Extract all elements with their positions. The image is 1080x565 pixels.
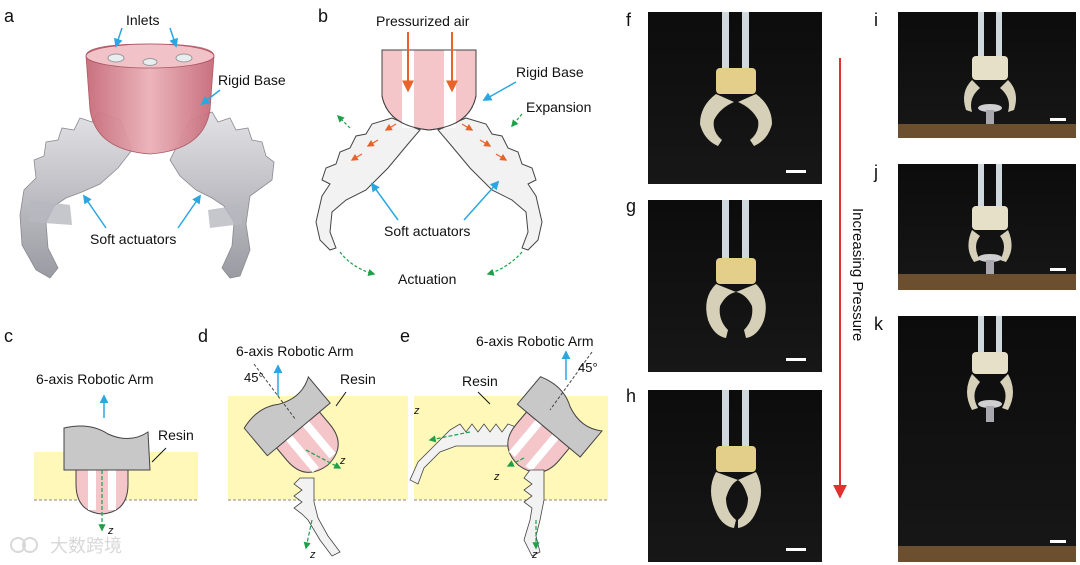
scale-bar-g [786, 358, 806, 361]
photo-j [898, 164, 1076, 290]
pressurized-air-label: Pressurized air [376, 13, 470, 29]
z1-axis-label-e: z [413, 405, 420, 417]
gripper-schematic [315, 49, 543, 251]
expansion-label: Expansion [526, 99, 591, 115]
watermark-text: 大数跨境 [50, 536, 122, 557]
resin-label-e: Resin [462, 373, 498, 389]
scale-bar-i [1050, 118, 1066, 121]
air-flow-arrows [350, 123, 508, 161]
z2-axis-label-d: z [309, 549, 316, 561]
panel-letter-b: b [318, 6, 328, 26]
photo-h [648, 390, 822, 562]
scale-bar-k [1050, 540, 1066, 543]
photo-g [648, 200, 822, 372]
rigid-base-label-a: Rigid Base [218, 72, 286, 88]
arm-label-d: 6-axis Robotic Arm [236, 343, 353, 359]
angle-label-d: 45° [244, 370, 264, 385]
angle-label-e: 45° [578, 360, 598, 375]
z-axis-label-c: z [107, 525, 114, 537]
panel-letter-g: g [626, 196, 636, 216]
arm-label-e: 6-axis Robotic Arm [476, 333, 593, 349]
scale-bar-f [786, 170, 806, 173]
panel-letter-f: f [626, 10, 632, 30]
panel-letter-h: h [626, 386, 636, 406]
inlets-label: Inlets [126, 12, 159, 28]
soft-actuators-label-a: Soft actuators [90, 231, 176, 247]
panel-letter-k: k [874, 314, 884, 334]
watermark: 大数跨境 [10, 536, 122, 557]
panel-b: b Pressurized air Rigid Base Expansi [315, 6, 591, 287]
panel-letter-i: i [874, 10, 878, 30]
resin-label-d: Resin [340, 371, 376, 387]
panel-a: a Inlets Rigid Base Soft actuators [4, 6, 286, 279]
arm-label-c: 6-axis Robotic Arm [36, 371, 153, 387]
photo-column-fgh: f g h [626, 10, 822, 562]
increasing-pressure-arrow: Increasing Pressure [833, 58, 866, 499]
panel-letter-j: j [873, 162, 878, 182]
panel-letter-d: d [198, 326, 208, 346]
photo-f [648, 12, 822, 184]
panel-e: e 6-axis Robotic Arm 45° Resin z z z [400, 326, 608, 561]
gripper-3d-render [19, 43, 275, 279]
soft-actuators-label-b: Soft actuators [384, 223, 470, 239]
z1-axis-label-d: z [339, 455, 346, 467]
rigid-base-label-b: Rigid Base [516, 64, 584, 80]
photo-i [898, 12, 1076, 138]
panel-letter-a: a [4, 6, 15, 26]
panel-letter-e: e [400, 326, 410, 346]
panel-d: d 6-axis Robotic Arm 45° Resin z z [198, 326, 408, 561]
scale-bar-j [1050, 268, 1066, 271]
photo-k [898, 316, 1076, 562]
actuation-label: Actuation [398, 271, 456, 287]
increasing-pressure-label: Increasing Pressure [849, 208, 866, 341]
resin-label-c: Resin [158, 427, 194, 443]
z2-axis-label-e: z [493, 471, 500, 483]
scale-bar-h [786, 548, 806, 551]
z3-axis-label-e: z [531, 549, 538, 561]
panel-c: c 6-axis Robotic Arm Resin z [4, 326, 198, 537]
panel-letter-c: c [4, 326, 13, 346]
photo-column-ijk: i j k [873, 10, 1076, 562]
